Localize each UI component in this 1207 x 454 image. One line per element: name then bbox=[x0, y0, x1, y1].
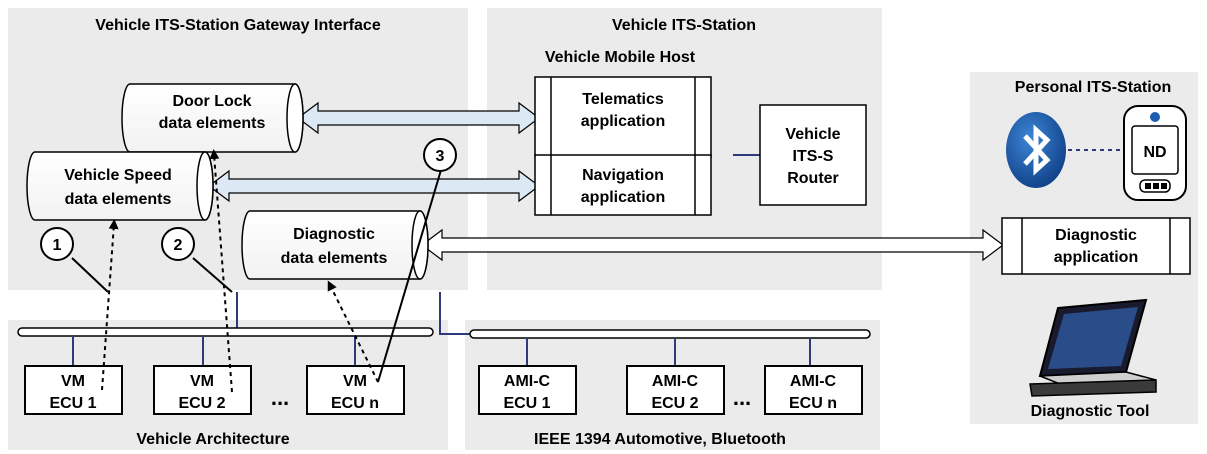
personal-title: Personal ITS-Station bbox=[1015, 79, 1171, 96]
svg-text:data elements: data elements bbox=[65, 191, 172, 208]
svg-text:VM: VM bbox=[61, 373, 85, 390]
svg-text:Door Lock: Door Lock bbox=[172, 93, 251, 110]
svg-text:Vehicle: Vehicle bbox=[785, 126, 840, 143]
telematics-app: Telematics application bbox=[534, 76, 712, 158]
svg-text:ITS-S: ITS-S bbox=[793, 148, 834, 165]
bluetooth-icon bbox=[1006, 112, 1066, 188]
vm-ecu-n: VM ECU n bbox=[306, 365, 405, 415]
callout-1: 1 bbox=[40, 227, 74, 261]
mobile-host-title: Vehicle Mobile Host bbox=[545, 49, 696, 66]
callout-2: 2 bbox=[161, 227, 195, 261]
ami-ecu-1: AMI-C ECU 1 bbox=[478, 365, 577, 415]
vm-ecu-1: VM ECU 1 bbox=[24, 365, 123, 415]
ami-ecu-2: AMI-C ECU 2 bbox=[626, 365, 725, 415]
svg-text:AMI-C: AMI-C bbox=[790, 373, 837, 390]
flow-arrow-1 bbox=[101, 219, 119, 391]
callout-3-leader bbox=[377, 169, 442, 383]
svg-text:Navigation: Navigation bbox=[582, 167, 664, 184]
ami-ecu-n: AMI-C ECU n bbox=[764, 365, 863, 415]
nd-label: ND bbox=[1143, 144, 1166, 161]
gateway-title: Vehicle ITS-Station Gateway Interface bbox=[95, 17, 381, 34]
ieee-title: IEEE 1394 Automotive, Bluetooth bbox=[534, 431, 786, 448]
vm-ellipsis: ... bbox=[271, 385, 289, 410]
svg-text:data elements: data elements bbox=[281, 250, 388, 267]
svg-text:2: 2 bbox=[174, 237, 183, 254]
vm-ecu-2: VM ECU 2 bbox=[153, 365, 252, 415]
laptop-icon bbox=[1029, 298, 1157, 397]
svg-text:application: application bbox=[581, 113, 665, 130]
svg-text:1: 1 bbox=[53, 237, 62, 254]
svg-text:VM: VM bbox=[190, 373, 214, 390]
svg-text:application: application bbox=[1054, 249, 1138, 266]
svg-text:ECU 1: ECU 1 bbox=[49, 395, 96, 412]
station-bus-link bbox=[439, 292, 470, 335]
flow-arrow-3 bbox=[327, 280, 379, 383]
svg-text:application: application bbox=[581, 189, 665, 206]
vehicle-speed-cylinder: Vehicle Speed data elements bbox=[26, 151, 214, 221]
diagnostic-tool-label: Diagnostic Tool bbox=[1031, 403, 1150, 420]
svg-text:AMI-C: AMI-C bbox=[504, 373, 551, 390]
svg-text:ECU n: ECU n bbox=[331, 395, 379, 412]
callout-2-leader bbox=[192, 257, 233, 293]
svg-text:Diagnostic: Diagnostic bbox=[1055, 227, 1137, 244]
svg-text:3: 3 bbox=[436, 148, 445, 165]
diagnostic-cylinder: Diagnostic data elements bbox=[241, 210, 429, 280]
callout-3: 3 bbox=[423, 138, 457, 172]
svg-text:Diagnostic: Diagnostic bbox=[293, 226, 375, 243]
ami-bus bbox=[469, 329, 871, 339]
svg-text:Telematics: Telematics bbox=[582, 91, 664, 108]
svg-text:data elements: data elements bbox=[159, 115, 266, 132]
svg-text:ECU 2: ECU 2 bbox=[178, 395, 225, 412]
callout-1-leader bbox=[71, 257, 109, 293]
ami-ellipsis: ... bbox=[733, 385, 751, 410]
svg-text:ECU 1: ECU 1 bbox=[503, 395, 550, 412]
door-lock-cylinder: Door Lock data elements bbox=[121, 83, 304, 153]
diagnostic-app: Diagnostic application bbox=[1001, 217, 1191, 275]
svg-text:AMI-C: AMI-C bbox=[652, 373, 699, 390]
vehicle-bus bbox=[17, 327, 434, 337]
svg-text:Router: Router bbox=[787, 170, 839, 187]
svg-text:ECU n: ECU n bbox=[789, 395, 837, 412]
svg-text:Vehicle Speed: Vehicle Speed bbox=[64, 167, 172, 184]
svg-text:ECU 2: ECU 2 bbox=[651, 395, 698, 412]
router-box: Vehicle ITS-S Router bbox=[759, 104, 867, 206]
station-title: Vehicle ITS-Station bbox=[612, 17, 756, 34]
vehicle-arch-title: Vehicle Architecture bbox=[136, 431, 289, 448]
svg-text:VM: VM bbox=[343, 373, 367, 390]
navigation-app: Navigation application bbox=[534, 154, 712, 216]
nomadic-device-icon: ND bbox=[1123, 105, 1187, 201]
